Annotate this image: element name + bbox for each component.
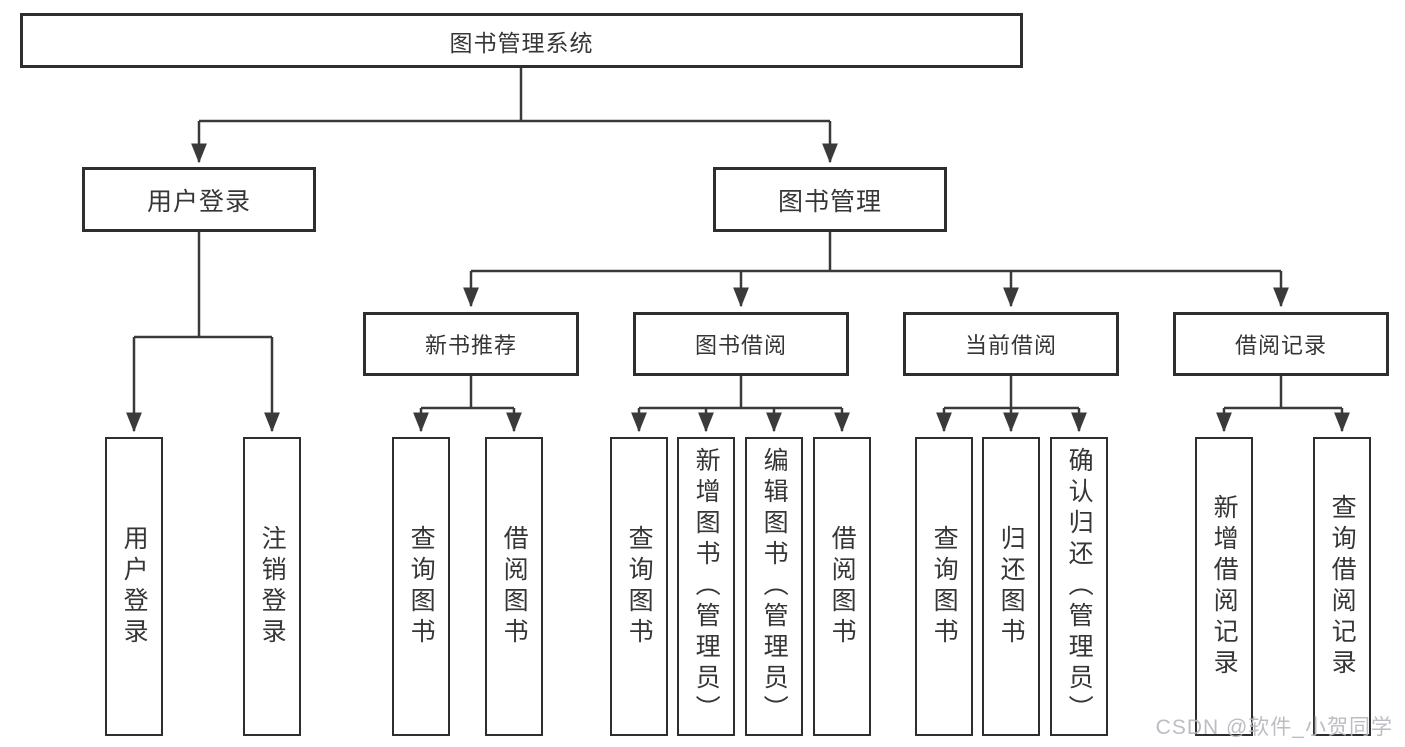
leaf-label: 查询图书 bbox=[930, 524, 959, 649]
leaf-bb-edit-book-admin: 编辑图书（管理员） bbox=[745, 437, 803, 736]
leaf-cb-query-books: 查询图书 bbox=[915, 437, 973, 736]
leaf-label: 新增图书（管理员） bbox=[692, 447, 721, 726]
node-book-borrowing: 图书借阅 bbox=[633, 312, 849, 376]
leaf-cb-return-book: 归还图书 bbox=[982, 437, 1040, 736]
node-label: 图书借阅 bbox=[694, 333, 787, 358]
leaf-nbr-borrow-books: 借阅图书 bbox=[485, 437, 543, 736]
leaf-cb-confirm-return-admin: 确认归还（管理员） bbox=[1050, 437, 1108, 736]
leaf-user-login: 用户登录 bbox=[105, 437, 163, 736]
node-book-management: 图书管理 bbox=[713, 167, 947, 232]
leaf-logout: 注销登录 bbox=[243, 437, 301, 736]
leaf-br-query-record: 查询借阅记录 bbox=[1313, 437, 1371, 736]
watermark: CSDN @软件_小贺同学 bbox=[1155, 716, 1393, 739]
leaf-label: 确认归还（管理员） bbox=[1065, 447, 1094, 726]
node-label: 当前借阅 bbox=[964, 333, 1057, 358]
leaf-nbr-query-books: 查询图书 bbox=[392, 437, 450, 736]
leaf-label: 归还图书 bbox=[997, 524, 1026, 649]
node-borrow-records: 借阅记录 bbox=[1173, 312, 1389, 376]
leaf-label: 注销登录 bbox=[258, 524, 287, 649]
leaf-label: 查询图书 bbox=[625, 524, 654, 649]
node-label: 图书管理 bbox=[777, 187, 882, 216]
leaf-label: 用户登录 bbox=[120, 524, 149, 649]
node-label: 借阅记录 bbox=[1234, 333, 1327, 358]
leaf-label: 查询借阅记录 bbox=[1328, 493, 1357, 680]
leaf-bb-add-book-admin: 新增图书（管理员） bbox=[677, 437, 735, 736]
leaf-label: 编辑图书（管理员） bbox=[760, 447, 789, 726]
node-label: 图书管理系统 bbox=[449, 29, 594, 56]
node-user-login: 用户登录 bbox=[82, 167, 316, 232]
node-current-borrowing: 当前借阅 bbox=[903, 312, 1119, 376]
node-label: 用户登录 bbox=[146, 187, 251, 216]
node-new-book-recommend: 新书推荐 bbox=[363, 312, 579, 376]
leaf-label: 查询图书 bbox=[407, 524, 436, 649]
node-library-management-system: 图书管理系统 bbox=[20, 13, 1023, 68]
leaf-bb-query-books: 查询图书 bbox=[610, 437, 668, 736]
leaf-label: 借阅图书 bbox=[500, 524, 529, 649]
leaf-br-add-record: 新增借阅记录 bbox=[1195, 437, 1253, 736]
leaf-bb-borrow-books: 借阅图书 bbox=[813, 437, 871, 736]
leaf-label: 借阅图书 bbox=[828, 524, 857, 649]
node-label: 新书推荐 bbox=[424, 333, 517, 358]
leaf-label: 新增借阅记录 bbox=[1210, 493, 1239, 680]
